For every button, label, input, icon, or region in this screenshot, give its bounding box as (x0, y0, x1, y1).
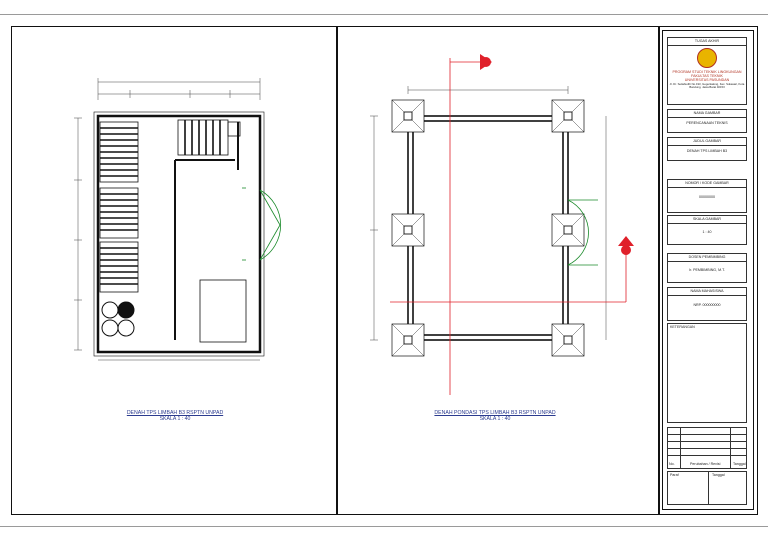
top-rule (0, 14, 768, 15)
university-logo (697, 48, 717, 68)
left-drawing-scale: SKALA 1 : 40 (159, 416, 191, 422)
right-drawing-caption: DENAH PONDASI TPS LIMBAH B3 RSPTN UNPAD … (420, 410, 570, 422)
left-drawing-title: DENAH TPS LIMBAH B3 RSPTN UNPAD (126, 410, 224, 416)
revision-grid (668, 428, 746, 462)
right-drawing-scale: SKALA 1 : 40 (479, 416, 511, 422)
title-block-heading: TUGAS AKHIR (668, 38, 746, 46)
section-cut-lines (390, 58, 627, 395)
section-label: NAMA GAMBAR (668, 110, 746, 118)
section-label: DOSEN PEMBIMBING (668, 254, 746, 262)
section-markers (480, 54, 634, 255)
section-label: JUDUL GAMBAR (668, 138, 746, 146)
equipment-box (199, 121, 247, 343)
outer-walls (93, 111, 265, 357)
revision-header-date: Tanggal (733, 462, 746, 466)
footings (391, 99, 585, 357)
revision-col-divider-2 (730, 428, 731, 468)
section-notes: KETERANGAN (667, 323, 747, 423)
dimension-lines (74, 78, 261, 361)
drawing-sheet-border (11, 26, 758, 515)
section-drawing-title: JUDUL GAMBAR DENAH TPS LIMBAH B3 (667, 137, 747, 161)
left-drawing-caption: DENAH TPS LIMBAH B3 RSPTN UNPAD SKALA 1 … (100, 410, 250, 422)
drum-containers (101, 301, 135, 337)
section-label: NAMA MAHASISWA (668, 288, 746, 296)
section-value: 00000000 (699, 195, 715, 199)
revision-header-no: No. (669, 462, 675, 466)
section-label: KETERANGAN (670, 325, 695, 329)
foundation-dimensions (370, 86, 607, 341)
section-value: Ir. PEMBIMBING, M.T. (689, 268, 725, 272)
section-supervisor: DOSEN PEMBIMBING Ir. PEMBIMBING, M.T. (667, 253, 747, 283)
panel-divider (336, 26, 338, 515)
institution-address: Jl. Dr. Setiabudhi No.193, Gegerkalong, … (669, 82, 745, 90)
title-block: TUGAS AKHIR PROGRAM STUDI TEKNIK LINGKUN… (662, 30, 754, 510)
signature-divider (708, 472, 709, 504)
bottom-rule (0, 526, 768, 527)
section-student: NAMA MAHASISWA NRP. 000000000 (667, 287, 747, 321)
tie-beams (407, 115, 569, 341)
rack-slats (100, 120, 221, 285)
section-value: DENAH TPS LIMBAH B3 (686, 149, 728, 153)
sign-label-paraf: Paraf (670, 473, 679, 477)
door-swing (242, 187, 281, 261)
institution-line-1: PROGRAM STUDI TEKNIK LINGKUNGAN (672, 70, 742, 74)
columns (403, 111, 573, 345)
floor-plan-drawing (74, 78, 281, 361)
interior-walls (174, 122, 239, 340)
title-block-header: TUGAS AKHIR PROGRAM STUDI TEKNIK LINGKUN… (667, 37, 747, 105)
institution-line-3: UNIVERSITAS PASUNDAN (684, 78, 730, 82)
section-drawing-name: NAMA GAMBAR PERENCANAAN TEKNIS (667, 109, 747, 133)
revision-col-divider-1 (680, 428, 681, 468)
section-label: SKALA GAMBAR (668, 216, 746, 224)
revision-table: No. Perubahan / Revisi Tanggal (667, 427, 747, 469)
section-value: 1 : 40 (702, 230, 712, 234)
door-opening (567, 199, 598, 266)
institution-line-2: FAKULTAS TEKNIK (691, 74, 723, 78)
titleblock-divider (658, 26, 660, 515)
section-label: NOMOR / KODE GAMBAR (668, 180, 746, 188)
section-drawing-number: NOMOR / KODE GAMBAR 00000000 (667, 179, 747, 213)
signature-box: Paraf Tanggal (667, 471, 747, 505)
section-value: NRP. 000000000 (693, 303, 721, 307)
right-drawing-title: DENAH PONDASI TPS LIMBAH B3 RSPTN UNPAD (434, 410, 556, 416)
section-scale: SKALA GAMBAR 1 : 40 (667, 215, 747, 245)
revision-header-change: Perubahan / Revisi (690, 462, 721, 466)
section-value: PERENCANAAN TEKNIS (686, 121, 728, 125)
sign-label-tanggal: Tanggal (712, 473, 725, 477)
foundation-plan-drawing (370, 54, 634, 395)
